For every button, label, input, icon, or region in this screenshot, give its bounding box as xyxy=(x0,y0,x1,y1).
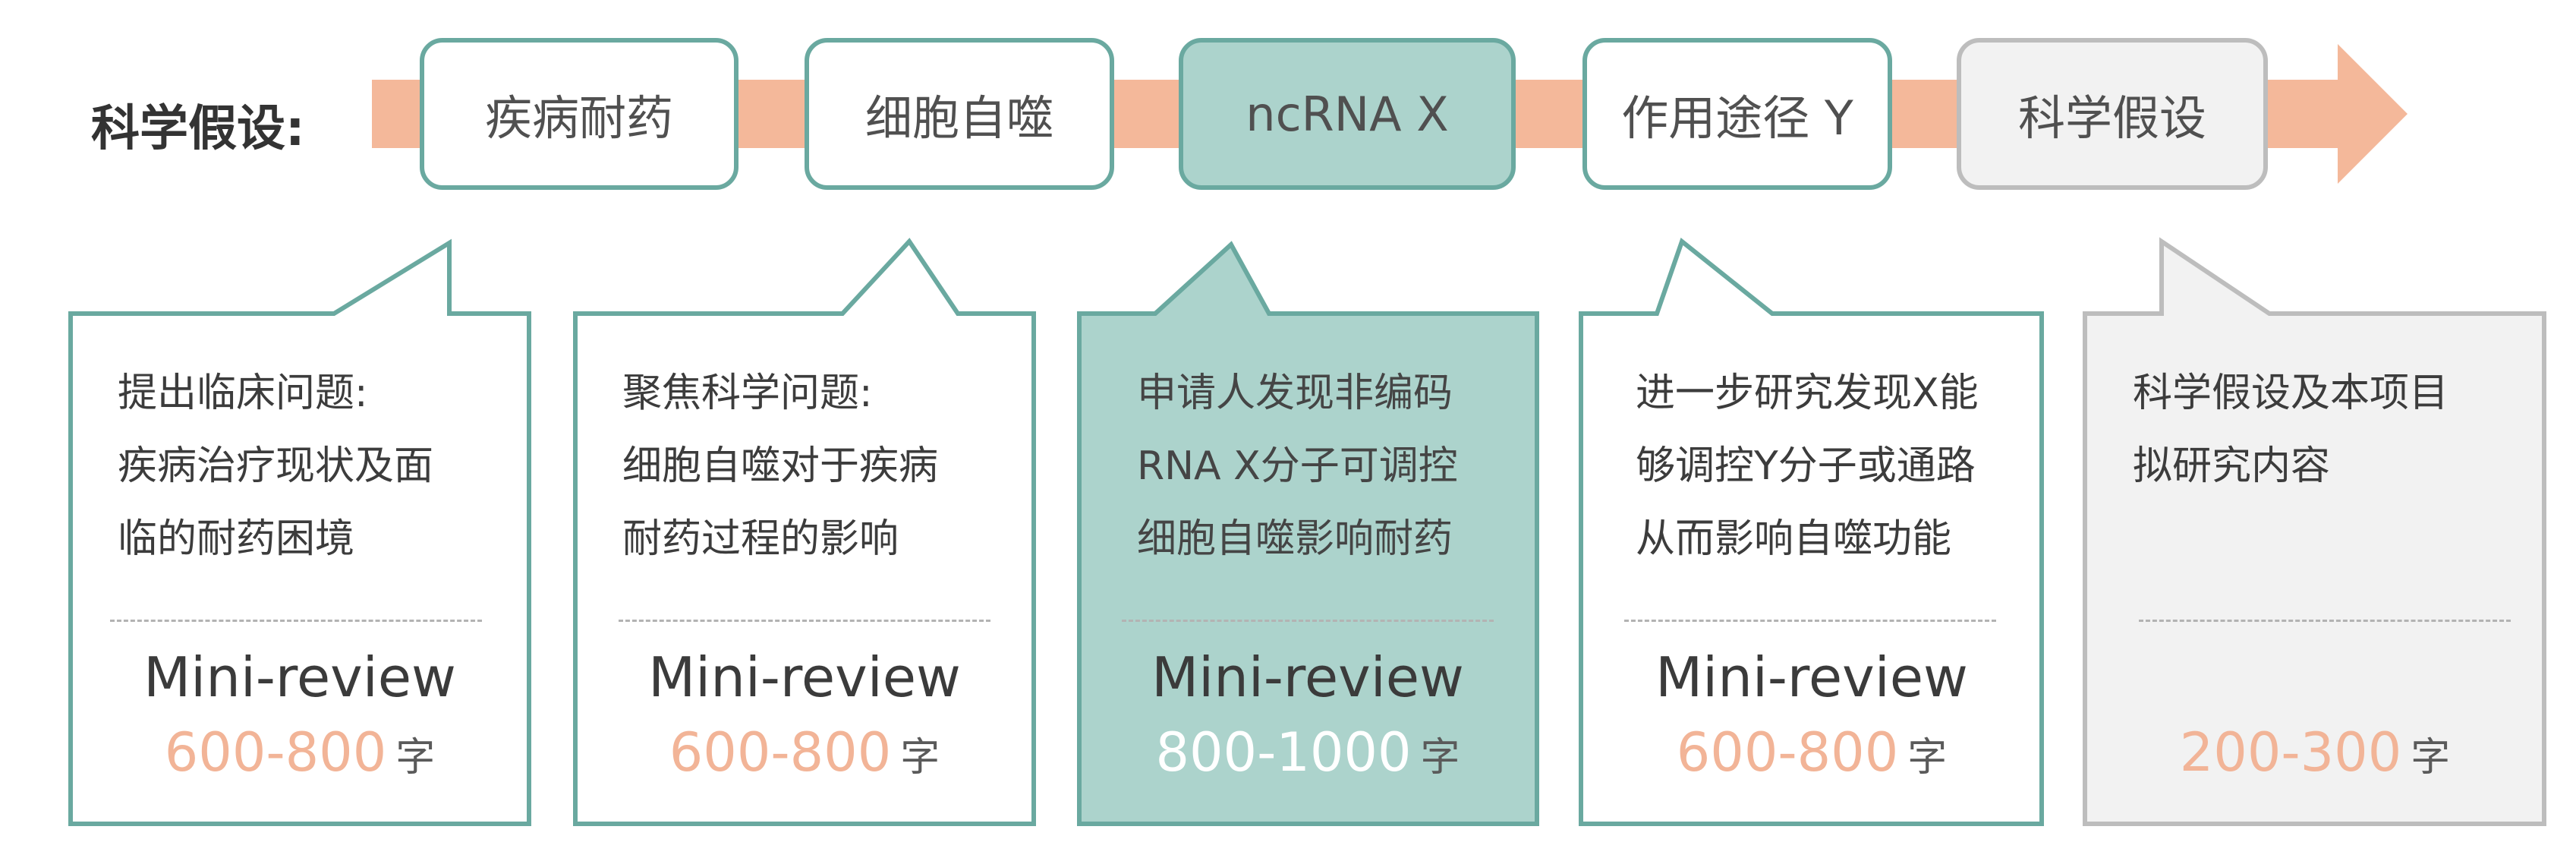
box-5-line-1: 科学假设及本项目 xyxy=(2133,371,2449,416)
box-3-line-3: 细胞自噬影响耐药 xyxy=(1137,516,1453,562)
box-1-divider xyxy=(110,620,482,622)
box-4-review-label: Mini-review xyxy=(1655,645,1968,709)
box-2-count-range: 600-800 xyxy=(669,721,892,784)
box-4-count-range: 600-800 xyxy=(1676,721,1899,784)
box-1-description: 提出临床问题: 疾病治疗现状及面 临的耐药困境 xyxy=(118,357,467,576)
callout-box-5 xyxy=(2083,237,2546,826)
callout-box-1 xyxy=(68,238,531,826)
box-3-review-label: Mini-review xyxy=(1151,645,1464,709)
box-2-line-2: 细胞自噬对于疾病 xyxy=(622,443,939,489)
box-1-count-unit: 字 xyxy=(395,735,436,781)
box-3-line-1: 申请人发现非编码 xyxy=(1137,371,1453,416)
box-2-line-1: 聚焦科学问题: xyxy=(622,371,873,416)
box-2-review-label: Mini-review xyxy=(648,645,961,709)
box-4-line-2: 够调控Y分子或通路 xyxy=(1636,443,1976,489)
box-3-line-2: RNA X分子可调控 xyxy=(1137,443,1458,489)
box-5-count-range: 200-300 xyxy=(2179,721,2402,784)
box-5-description: 科学假设及本项目 拟研究内容 xyxy=(2133,357,2482,503)
step-autophagy: 细胞自噬 xyxy=(805,38,1114,190)
box-3-divider xyxy=(1122,620,1494,622)
callout-box-4 xyxy=(1579,238,2044,826)
box-1-review-label: Mini-review xyxy=(143,645,456,709)
step-hypothesis: 科学假设 xyxy=(1957,38,2268,190)
box-5-divider xyxy=(2139,620,2511,622)
box-5-count-unit: 字 xyxy=(2411,735,2451,781)
box-2-divider xyxy=(619,620,990,622)
box-4-divider xyxy=(1624,620,1996,622)
box-2-description: 聚焦科学问题: 细胞自噬对于疾病 耐药过程的影响 xyxy=(622,357,972,576)
callout-box-3 xyxy=(1077,241,1539,826)
box-2-line-3: 耐药过程的影响 xyxy=(622,516,899,562)
box-4-line-3: 从而影响自噬功能 xyxy=(1636,516,1952,562)
box-1-count-range: 600-800 xyxy=(164,721,387,784)
box-1-line-3: 临的耐药困境 xyxy=(118,516,355,562)
box-1-line-1: 提出临床问题: xyxy=(118,371,368,416)
step-disease-resistance: 疾病耐药 xyxy=(420,38,738,190)
box-2-count-unit: 字 xyxy=(900,735,940,781)
step-ncrna-x: ncRNA X xyxy=(1179,38,1516,190)
box-1-line-2: 疾病治疗现状及面 xyxy=(118,443,434,489)
box-3-count-range: 800-1000 xyxy=(1155,721,1412,784)
box-3-description: 申请人发现非编码 RNA X分子可调控 细胞自噬影响耐药 xyxy=(1137,357,1486,576)
box-4-count-unit: 字 xyxy=(1907,735,1948,781)
box-4-line-1: 进一步研究发现X能 xyxy=(1636,371,1979,416)
diagram-heading: 科学假设: xyxy=(91,101,305,157)
box-4-description: 进一步研究发现X能 够调控Y分子或通路 从而影响自噬功能 xyxy=(1636,357,1985,576)
step-pathway-y: 作用途径 Y xyxy=(1582,38,1892,190)
callout-box-2 xyxy=(573,238,1036,826)
box-3-count-unit: 字 xyxy=(1420,735,1460,781)
box-5-line-2: 拟研究内容 xyxy=(2133,443,2331,489)
